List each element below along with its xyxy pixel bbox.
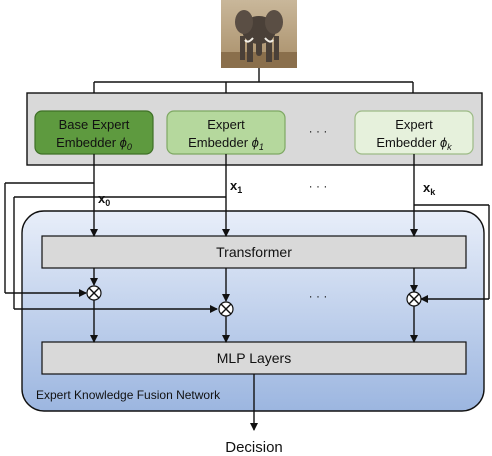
expert-title: Base Expert	[59, 117, 130, 132]
expert-embedder-1: Expert Embedder ϕ1	[166, 110, 286, 155]
multiply-node-0	[86, 285, 102, 301]
embedding-ellipsis: · · ·	[309, 179, 328, 193]
elephant-icon	[235, 10, 283, 62]
skip-connection-wires	[4, 182, 490, 313]
decision-label: Decision	[225, 439, 283, 456]
embedding-label-k: xk	[423, 180, 436, 197]
transformer-label: Transformer	[216, 244, 292, 260]
expert-title: Expert	[395, 117, 433, 132]
expert-embedder-k: Expert Embedder ϕk	[354, 110, 474, 155]
expert-ellipsis: · · ·	[309, 124, 328, 138]
network-label: Expert Knowledge Fusion Network	[36, 388, 221, 402]
embedding-label-0: x0	[98, 191, 110, 208]
multiply-ellipsis: · · ·	[309, 289, 328, 303]
transformer-output-wires	[90, 268, 418, 302]
expert-subtitle: Embedder ϕ1	[188, 135, 264, 152]
mlp-block	[41, 341, 467, 375]
mlp-label: MLP Layers	[217, 350, 291, 366]
embedding-wires	[90, 154, 418, 237]
multiply-node-1	[218, 301, 234, 317]
embedding-label-1: x1	[230, 178, 242, 195]
expert-subtitle: Embedder ϕ0	[56, 135, 132, 152]
expert-title: Expert	[207, 117, 245, 132]
expert-embedder-base: Base Expert Embedder ϕ0	[34, 110, 154, 155]
input-image	[221, 0, 297, 68]
multiply-node-k	[406, 291, 422, 307]
expert-subtitle: Embedder ϕk	[376, 135, 452, 152]
fusion-to-mlp-wires	[90, 300, 418, 343]
transformer-block	[41, 235, 467, 269]
